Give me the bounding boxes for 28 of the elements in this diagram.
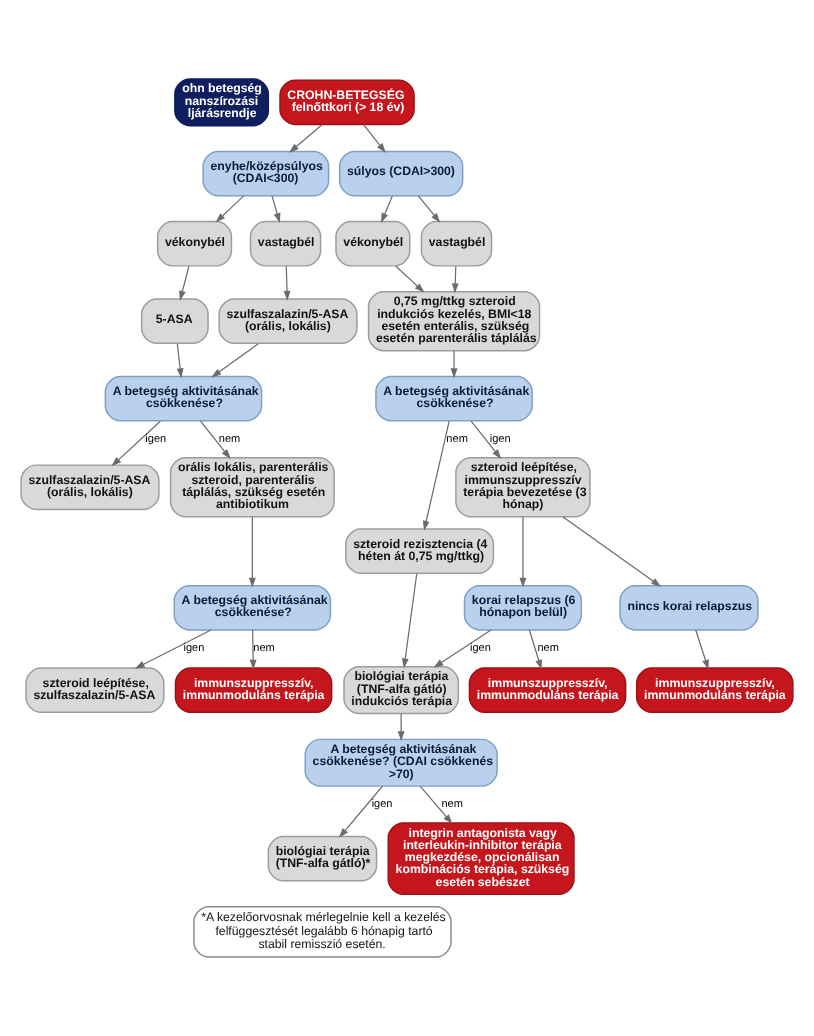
arrow — [283, 265, 291, 301]
arrow — [176, 343, 184, 379]
arrow — [134, 629, 212, 669]
arrow — [450, 350, 458, 379]
arrow — [362, 123, 386, 153]
arrow — [111, 420, 161, 467]
arrow — [422, 420, 450, 531]
arrow — [215, 195, 245, 223]
arrow — [519, 516, 527, 588]
arrow — [528, 629, 542, 670]
arrow — [470, 420, 502, 459]
arrow — [381, 195, 393, 223]
arrow — [401, 573, 418, 669]
arrow — [199, 420, 231, 459]
arrow — [397, 713, 405, 742]
arrow — [695, 629, 709, 670]
arrow — [289, 123, 323, 153]
arrow — [271, 195, 281, 224]
arrow — [562, 516, 662, 587]
arrow — [419, 785, 453, 825]
arrow — [338, 785, 384, 838]
arrow — [395, 265, 425, 293]
arrow — [417, 195, 441, 223]
arrow — [249, 629, 257, 670]
arrow — [248, 516, 256, 588]
arrow — [433, 629, 492, 668]
arrow — [179, 265, 190, 301]
arrow — [211, 343, 259, 378]
